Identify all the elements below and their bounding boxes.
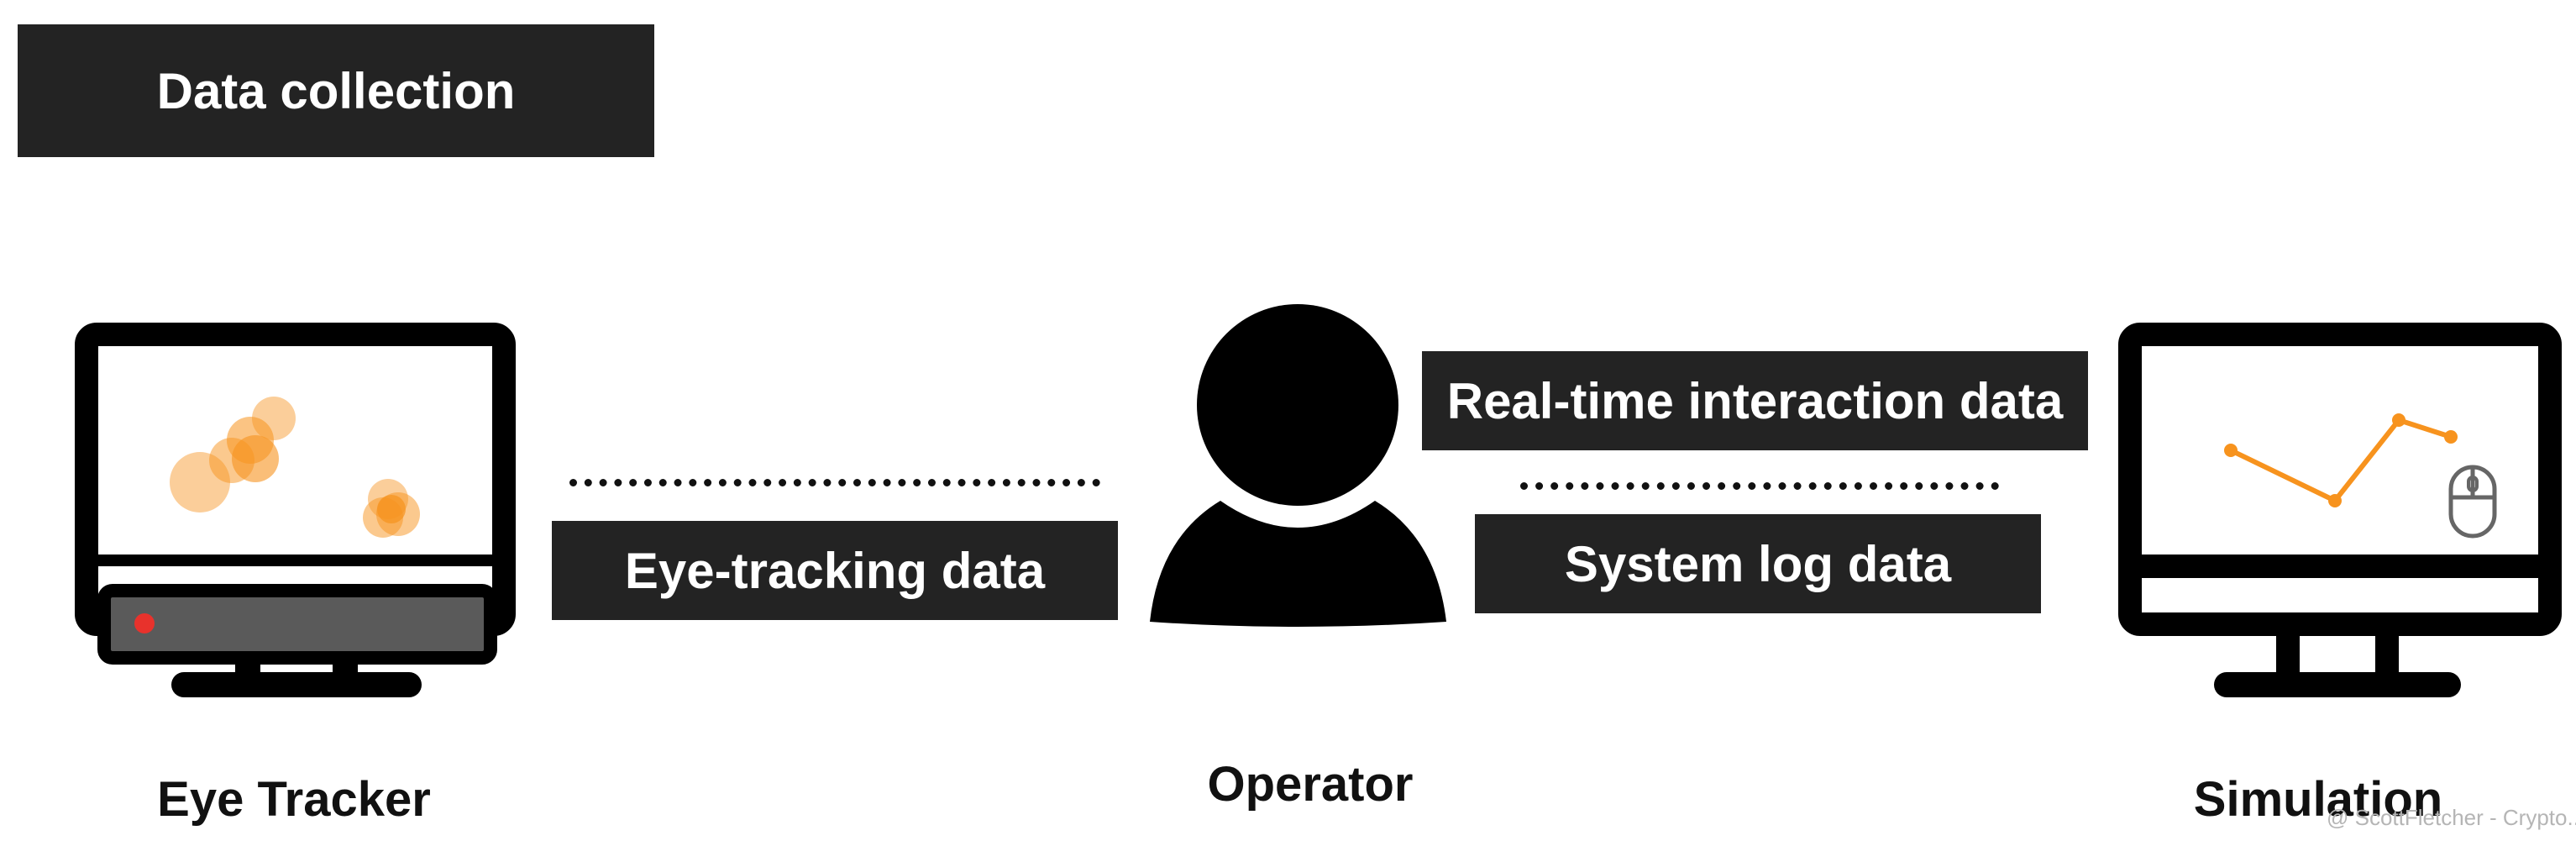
section-title: Data collection xyxy=(156,62,516,119)
real-time-interaction-data-label: Real-time interaction data xyxy=(1446,372,2064,429)
simulation-label: Simulation xyxy=(2193,772,2443,827)
system-connector xyxy=(1520,482,1999,490)
eye-tracker-label: Eye Tracker xyxy=(157,772,431,827)
gaze-point-cluster xyxy=(170,397,420,538)
real-time-interaction-data-box: Real-time interaction data xyxy=(1422,351,2088,450)
recording-dot xyxy=(134,613,155,633)
system-log-data-label: System log data xyxy=(1564,535,1952,592)
watermark-text: @ ScottFletcher - Crypto... xyxy=(2327,805,2576,830)
eye-tracking-data-label: Eye-tracking data xyxy=(624,542,1046,599)
eye-tracking-connector xyxy=(569,479,1100,486)
operator-label: Operator xyxy=(1207,757,1414,812)
section-title-box: Data collection xyxy=(18,24,654,157)
eye-tracking-data-box: Eye-tracking data xyxy=(552,521,1118,620)
system-log-data-box: System log data xyxy=(1475,514,2041,613)
simulation-line-chart xyxy=(2229,417,2452,504)
